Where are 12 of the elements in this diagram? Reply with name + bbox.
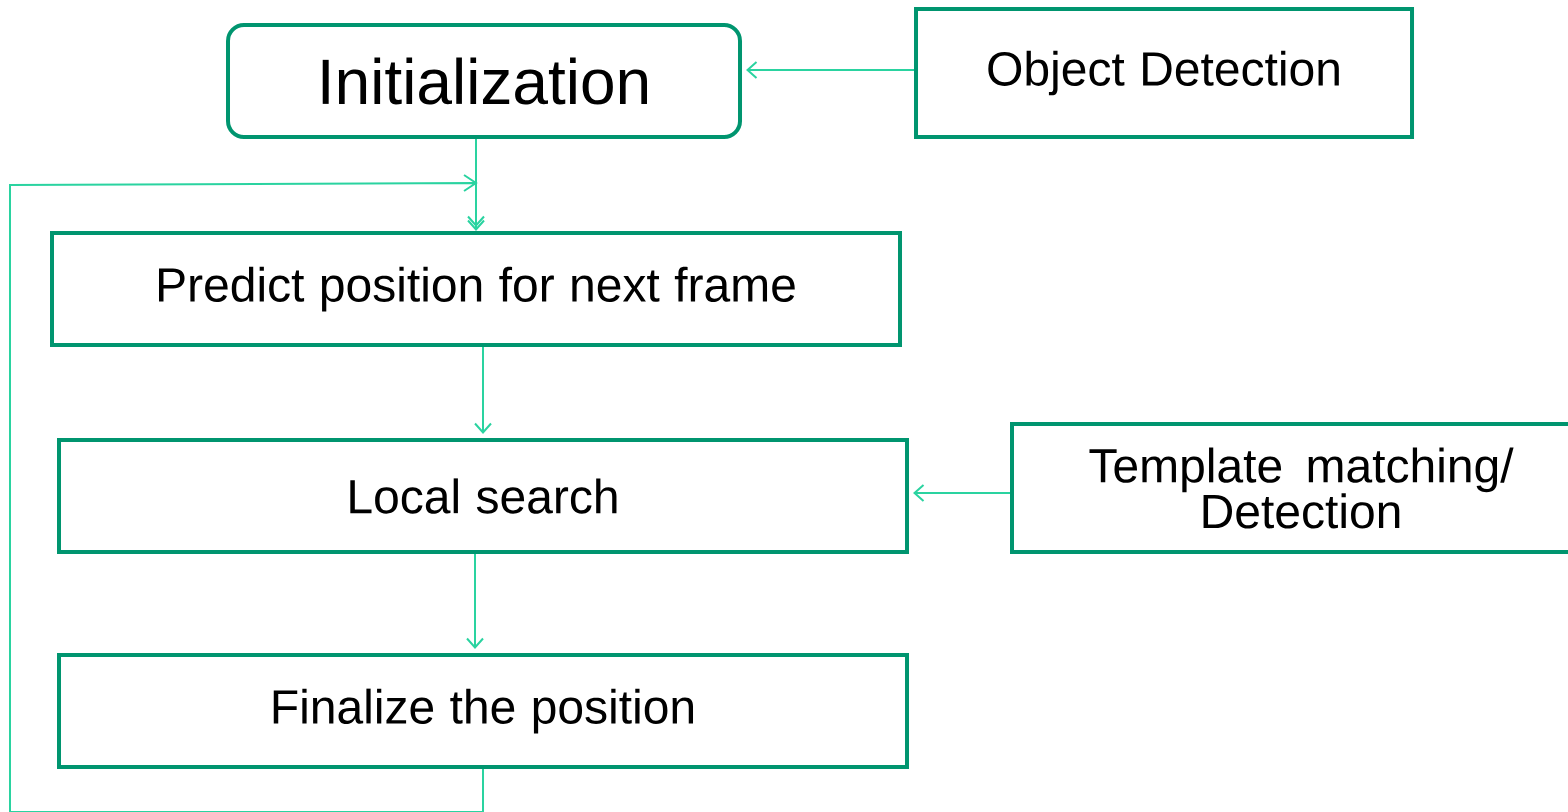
process-box: Template matching/ Detection <box>1010 422 1568 554</box>
process-box: Finalize the position <box>57 653 909 769</box>
arrow <box>466 553 484 649</box>
process-box: Local search <box>57 438 909 554</box>
arrow <box>467 138 485 227</box>
process-box: Predict position for next frame <box>50 231 902 347</box>
arrow <box>9 174 485 812</box>
arrow <box>474 346 492 434</box>
arrow <box>746 61 915 79</box>
arrow <box>913 484 1011 502</box>
process-box: Object Detection <box>914 7 1414 139</box>
rounded-box: Initialization <box>226 23 742 139</box>
